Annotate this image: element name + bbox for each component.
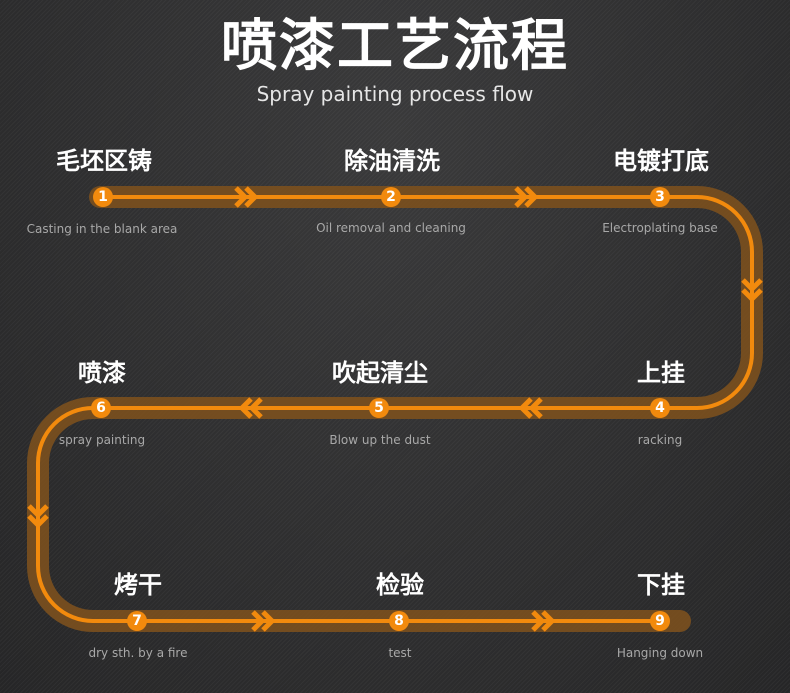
- step-1-caption: Casting in the blank area: [26, 222, 178, 236]
- double-chevron-icon: [741, 278, 763, 303]
- step-4-title: 上挂: [637, 359, 685, 387]
- double-chevron-icon: [514, 186, 539, 208]
- step-7-title: 烤干: [114, 571, 162, 599]
- page-title: 喷漆工艺流程: [221, 14, 569, 79]
- step-2-caption: Oil removal and cleaning: [316, 221, 466, 235]
- step-3-caption: Electroplating base: [602, 221, 718, 235]
- track-line: [36, 195, 754, 623]
- step-1-badge: 1: [93, 187, 113, 207]
- step-6-caption: spray painting: [58, 433, 146, 447]
- step-3-title: 电镀打底: [613, 147, 709, 175]
- step-9-title: 下挂: [637, 571, 685, 599]
- step-2-badge: 2: [381, 187, 401, 207]
- step-5-title: 吹起清尘: [332, 359, 428, 387]
- step-5-caption: Blow up the dust: [329, 433, 431, 447]
- double-chevron-icon: [234, 186, 259, 208]
- step-5-badge: 5: [369, 398, 389, 418]
- double-chevron-icon: [27, 504, 49, 529]
- double-chevron-icon: [531, 610, 556, 632]
- step-8-badge: 8: [389, 611, 409, 631]
- step-8-caption: test: [388, 646, 412, 660]
- step-7-badge: 7: [127, 611, 147, 631]
- step-8-title: 检验: [376, 571, 424, 599]
- page-subtitle: Spray painting process flow: [256, 82, 534, 106]
- step-6-badge: 6: [91, 398, 111, 418]
- double-chevron-icon: [238, 397, 263, 419]
- step-9-badge: 9: [650, 611, 670, 631]
- step-2-title: 除油清洗: [344, 147, 440, 175]
- step-1-title: 毛坯区铸: [56, 147, 152, 175]
- step-7-caption: dry sth. by a fire: [88, 646, 188, 660]
- step-4-badge: 4: [650, 398, 670, 418]
- step-9-caption: Hanging down: [616, 646, 704, 660]
- double-chevron-icon: [518, 397, 543, 419]
- double-chevron-icon: [251, 610, 276, 632]
- step-3-badge: 3: [650, 187, 670, 207]
- step-4-caption: racking: [637, 433, 683, 447]
- step-6-title: 喷漆: [78, 359, 126, 387]
